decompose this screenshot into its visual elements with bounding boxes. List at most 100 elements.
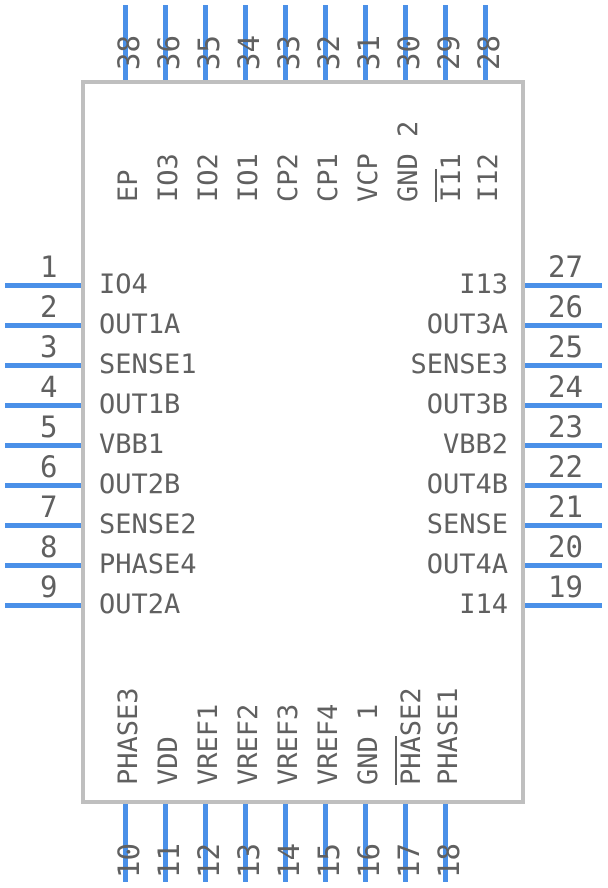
pin-lead-13: [243, 804, 248, 882]
pin-number-8: 8: [40, 530, 58, 564]
pin-number-23: 23: [548, 410, 583, 444]
pin-lead-30: [403, 5, 408, 80]
pin-lead-25: [525, 363, 602, 368]
pin-label-13: VREF2: [233, 703, 264, 785]
pin-number-26: 26: [548, 290, 583, 324]
pin-lead-16: [363, 804, 368, 882]
pin-label-17: PHASE2: [395, 687, 427, 785]
pin-number-5: 5: [40, 410, 58, 444]
pin-lead-22: [525, 483, 602, 488]
pin-label-15: VREF4: [313, 703, 344, 785]
pin-lead-10: [123, 804, 128, 882]
pin-label-21: SENSE: [426, 509, 508, 540]
pin-number-33: 33: [272, 35, 306, 70]
pin-lead-14: [283, 804, 288, 882]
pin-label-22: OUT4B: [426, 469, 508, 500]
ic-body-outline: [81, 80, 525, 804]
pin-label-26: OUT3A: [426, 309, 508, 340]
pin-lead-12: [203, 804, 208, 882]
pin-number-29: 29: [432, 35, 466, 70]
pin-label-36: IO3: [153, 153, 184, 202]
pin-number-32: 32: [312, 35, 346, 70]
pin-label-12: VREF1: [193, 703, 224, 785]
pin-label-38: EP: [113, 169, 144, 202]
pin-lead-7: [5, 523, 81, 528]
pin-lead-32: [323, 5, 328, 80]
pin-label-33: CP2: [273, 153, 304, 202]
pin-number-2: 2: [40, 290, 58, 324]
pin-label-30: GND 2: [393, 120, 424, 202]
pin-lead-18: [443, 804, 448, 882]
pin-label-7: SENSE2: [99, 509, 197, 540]
pin-number-6: 6: [40, 450, 58, 484]
pin-lead-38: [123, 5, 128, 80]
pin-number-12: 12: [192, 843, 226, 878]
pin-number-17: 17: [392, 843, 426, 878]
pin-label-35: IO2: [193, 153, 224, 202]
pin-number-35: 35: [192, 35, 226, 70]
pin-label-4: OUT1B: [99, 389, 181, 420]
pin-lead-2: [5, 323, 81, 328]
pin-number-9: 9: [40, 570, 58, 604]
pin-number-34: 34: [232, 35, 266, 70]
pin-number-21: 21: [548, 490, 583, 524]
pin-lead-5: [5, 443, 81, 448]
pin-number-10: 10: [112, 843, 146, 878]
pin-label-32: CP1: [313, 153, 344, 202]
pin-label-28: I12: [473, 153, 504, 202]
pin-label-6: OUT2B: [99, 469, 181, 500]
pin-label-2: OUT1A: [99, 309, 181, 340]
pin-lead-29: [443, 5, 448, 80]
pin-number-31: 31: [352, 35, 386, 70]
pin-lead-33: [283, 5, 288, 80]
pin-label-11: VDD: [153, 736, 184, 785]
pin-number-28: 28: [472, 35, 506, 70]
pin-lead-4: [5, 403, 81, 408]
pin-number-38: 38: [112, 35, 146, 70]
pin-label-1: IO4: [99, 269, 148, 300]
pin-lead-17: [403, 804, 408, 882]
pin-label-9: OUT2A: [99, 589, 181, 620]
pin-lead-23: [525, 443, 602, 448]
pin-label-31: VCP: [353, 153, 384, 202]
pin-number-24: 24: [548, 370, 583, 404]
pin-lead-36: [163, 5, 168, 80]
pin-label-34: IO1: [233, 153, 264, 202]
pin-label-8: PHASE4: [99, 549, 197, 580]
pin-number-4: 4: [40, 370, 58, 404]
pin-number-13: 13: [232, 843, 266, 878]
pin-number-19: 19: [548, 570, 583, 604]
pin-number-1: 1: [40, 250, 58, 284]
pin-number-15: 15: [312, 843, 346, 878]
pin-number-18: 18: [432, 843, 466, 878]
pin-label-10: PHASE3: [113, 687, 144, 785]
pin-lead-21: [525, 523, 602, 528]
pin-lead-8: [5, 563, 81, 568]
pin-lead-3: [5, 363, 81, 368]
pin-label-24: OUT3B: [426, 389, 508, 420]
pin-number-36: 36: [152, 35, 186, 70]
pin-number-16: 16: [352, 843, 386, 878]
pin-lead-31: [363, 5, 368, 80]
pin-lead-6: [5, 483, 81, 488]
pin-label-23: VBB2: [442, 429, 508, 460]
pin-lead-9: [5, 603, 81, 608]
pin-lead-28: [483, 5, 488, 80]
pin-number-3: 3: [40, 330, 58, 364]
pin-label-3: SENSE1: [99, 349, 197, 380]
pin-lead-19: [525, 603, 602, 608]
pin-lead-24: [525, 403, 602, 408]
pin-number-27: 27: [548, 250, 583, 284]
pin-label-14: VREF3: [273, 703, 304, 785]
pin-number-14: 14: [272, 843, 306, 878]
pin-lead-26: [525, 323, 602, 328]
pin-label-25: SENSE3: [410, 349, 508, 380]
pin-lead-1: [5, 283, 81, 288]
pin-number-22: 22: [548, 450, 583, 484]
pin-number-11: 11: [152, 843, 186, 878]
pin-label-29: I11: [435, 153, 467, 202]
pin-number-25: 25: [548, 330, 583, 364]
pin-label-20: OUT4A: [426, 549, 508, 580]
pin-lead-11: [163, 804, 168, 882]
